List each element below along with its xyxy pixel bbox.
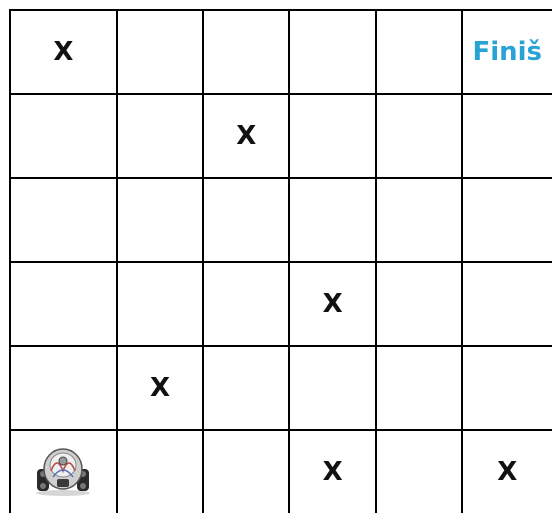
grid-cell-start[interactable] bbox=[10, 430, 117, 513]
grid-cell[interactable] bbox=[376, 94, 462, 178]
grid-cell[interactable] bbox=[462, 178, 552, 262]
grid-row: X Finiš bbox=[10, 10, 552, 94]
grid-cell[interactable] bbox=[376, 262, 462, 346]
grid-cell[interactable] bbox=[117, 430, 203, 513]
grid-cell[interactable] bbox=[376, 10, 462, 94]
grid-cell[interactable] bbox=[117, 94, 203, 178]
grid-cell-obstacle[interactable]: X bbox=[10, 10, 117, 94]
grid-cell[interactable] bbox=[203, 346, 289, 430]
grid-cell-obstacle[interactable]: X bbox=[117, 346, 203, 430]
grid-cell[interactable] bbox=[289, 178, 375, 262]
grid-cell[interactable] bbox=[462, 94, 552, 178]
grid-cell[interactable] bbox=[376, 430, 462, 513]
grid-cell[interactable] bbox=[462, 346, 552, 430]
grid-cell[interactable] bbox=[462, 262, 552, 346]
grid-cell[interactable] bbox=[376, 178, 462, 262]
grid-cell-obstacle[interactable]: X bbox=[462, 430, 552, 513]
grid-row: X bbox=[10, 346, 552, 430]
grid-row: X bbox=[10, 94, 552, 178]
grid-row bbox=[10, 178, 552, 262]
robot-icon[interactable] bbox=[31, 441, 95, 497]
grid-cell[interactable] bbox=[117, 262, 203, 346]
grid-cell[interactable] bbox=[289, 94, 375, 178]
grid-table: X Finiš X X bbox=[9, 9, 552, 513]
grid-cell[interactable] bbox=[10, 94, 117, 178]
grid-cell-finish[interactable]: Finiš bbox=[462, 10, 552, 94]
grid-cell[interactable] bbox=[10, 178, 117, 262]
grid-cell-obstacle[interactable]: X bbox=[289, 430, 375, 513]
grid-row: X bbox=[10, 262, 552, 346]
grid-cell[interactable] bbox=[203, 10, 289, 94]
grid-cell[interactable] bbox=[376, 346, 462, 430]
grid-cell[interactable] bbox=[289, 10, 375, 94]
grid-cell[interactable] bbox=[203, 430, 289, 513]
grid-cell[interactable] bbox=[117, 178, 203, 262]
grid-cell[interactable] bbox=[203, 262, 289, 346]
grid-cell[interactable] bbox=[10, 262, 117, 346]
grid-cell-obstacle[interactable]: X bbox=[203, 94, 289, 178]
grid-cell[interactable] bbox=[289, 346, 375, 430]
grid-row: X X bbox=[10, 430, 552, 513]
grid-cell[interactable] bbox=[117, 10, 203, 94]
grid-cell[interactable] bbox=[10, 346, 117, 430]
grid-cell-obstacle[interactable]: X bbox=[289, 262, 375, 346]
grid-cell[interactable] bbox=[203, 178, 289, 262]
